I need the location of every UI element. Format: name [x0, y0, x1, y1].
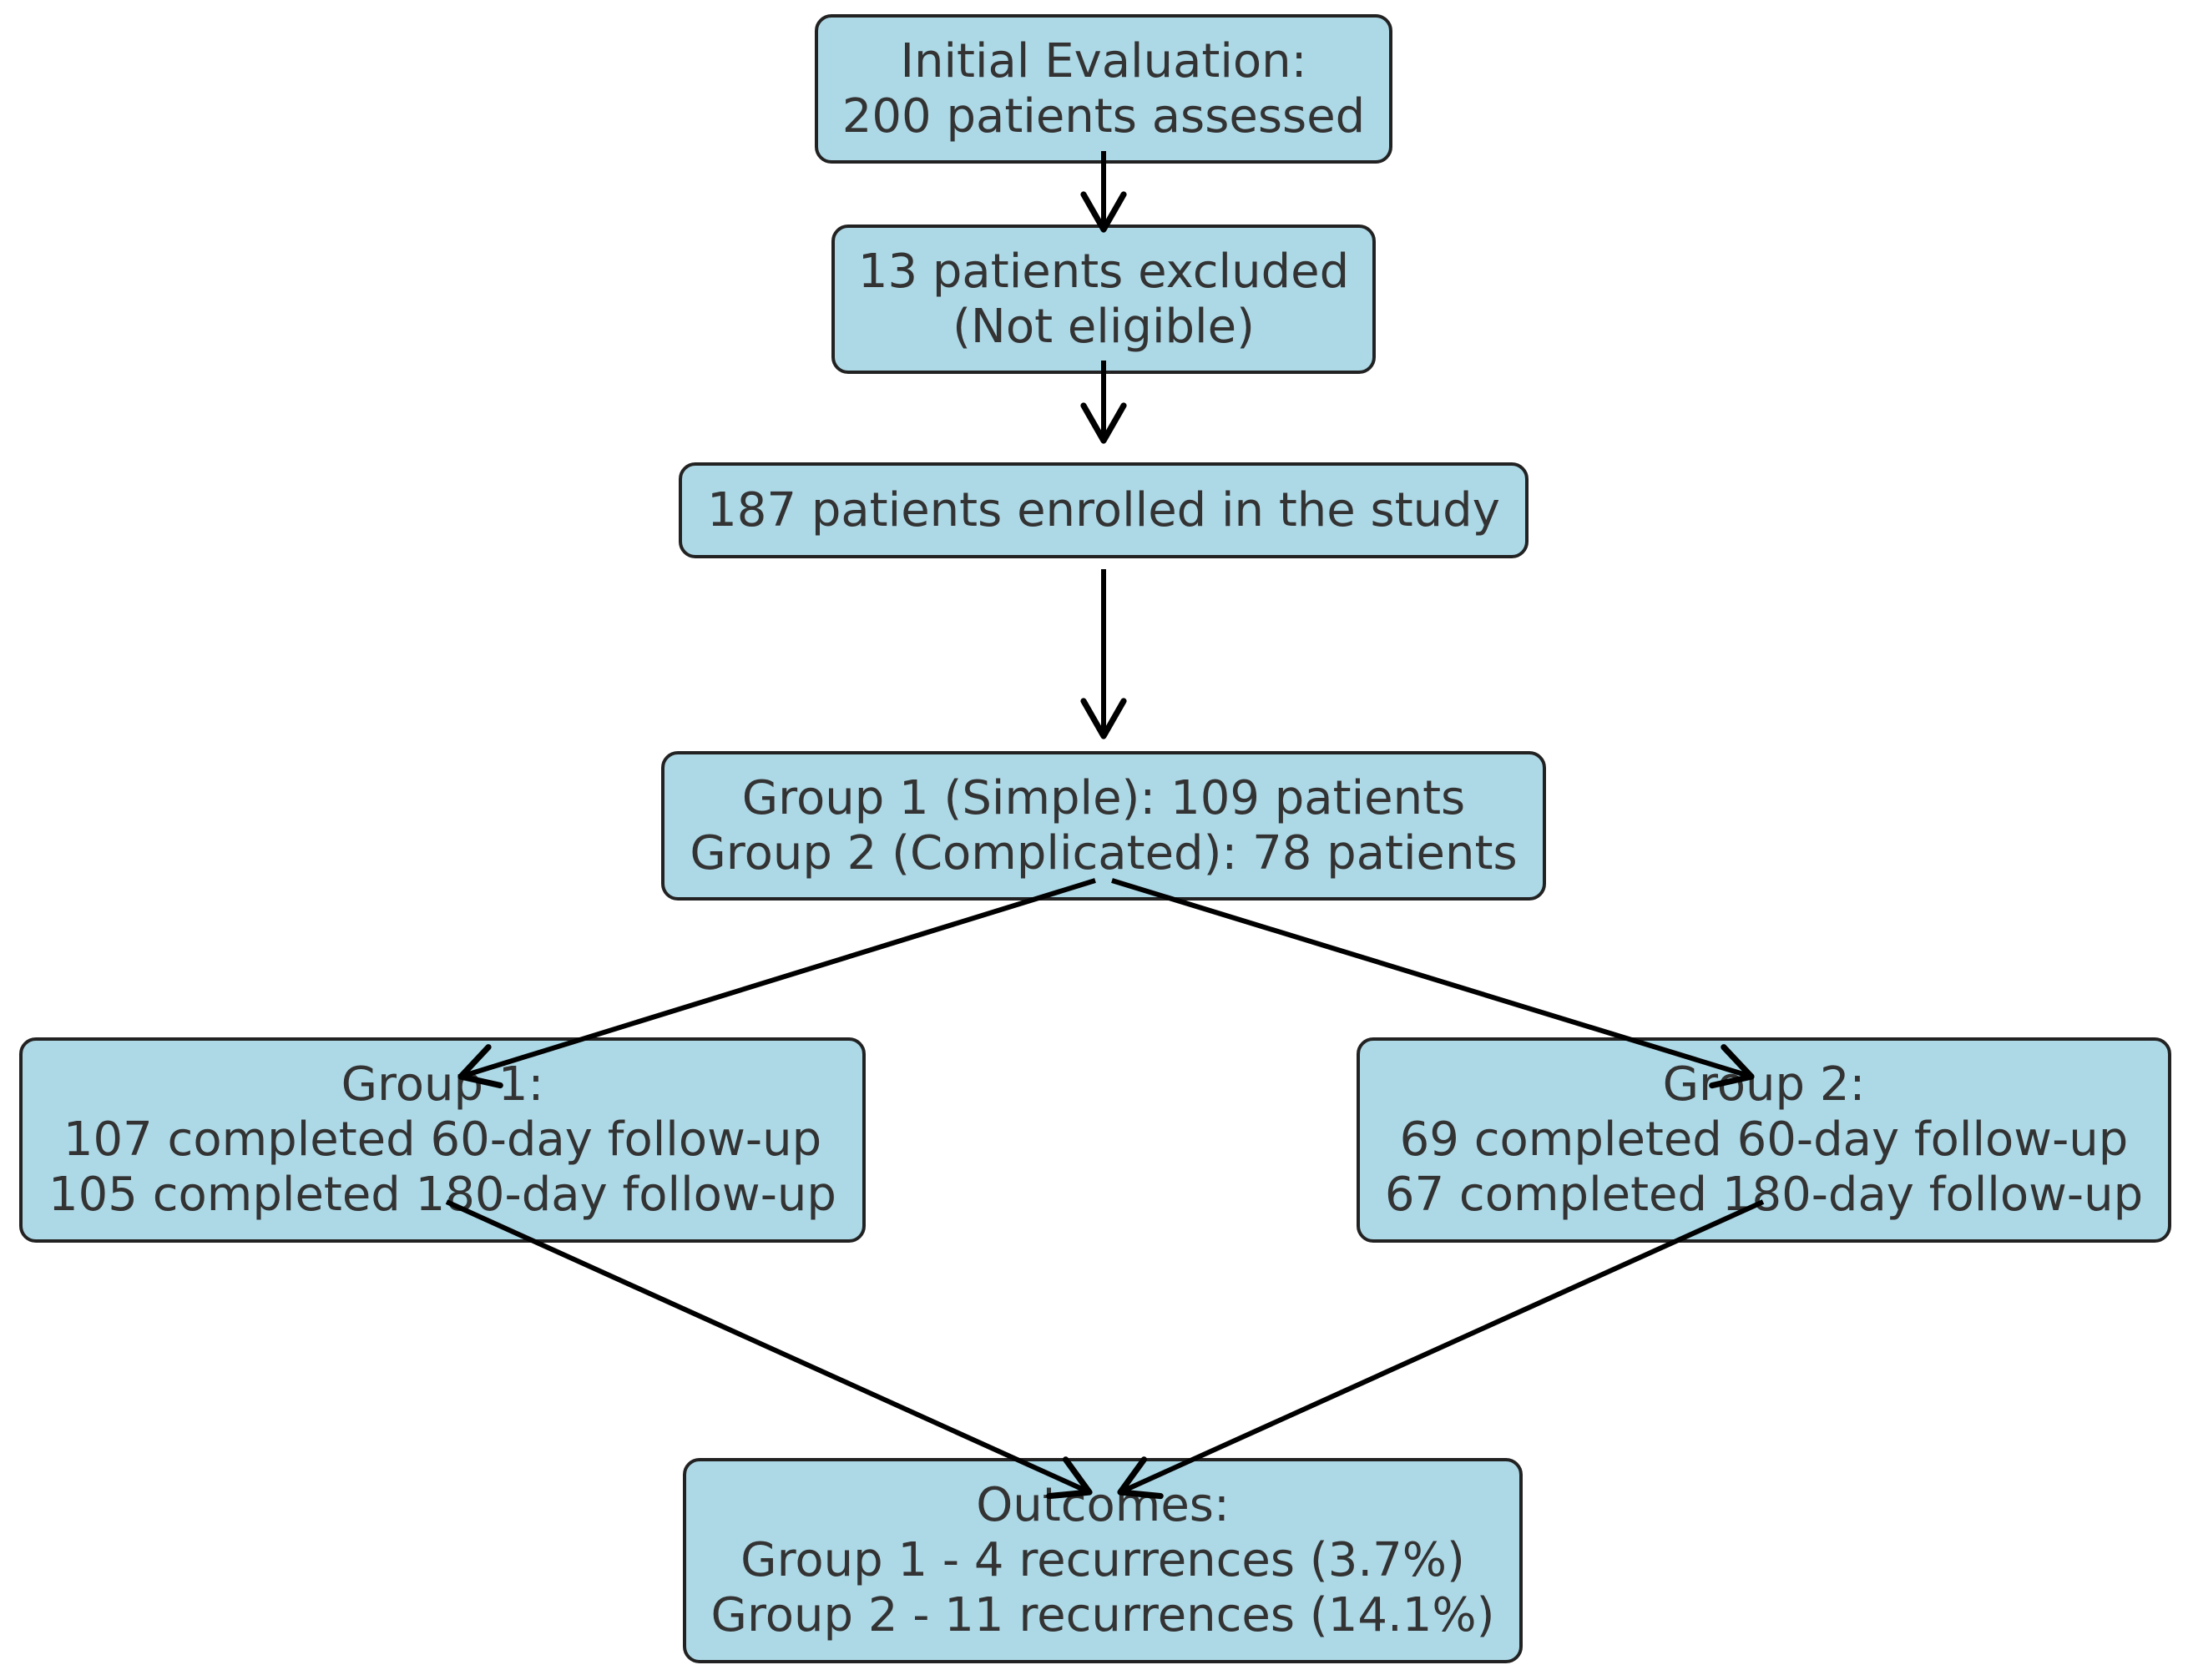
arrow-group2-to-outcomes: [1117, 1199, 1765, 1500]
group-allocation-box: Group 1 (Simple): 109 patients Group 2 (…: [661, 751, 1546, 901]
initial-evaluation-title: Initial Evaluation:: [900, 33, 1307, 88]
outcomes-group1-recurrences: Group 1 - 4 recurrences (3.7%): [740, 1533, 1465, 1587]
group2-followup-box: Group 2: 69 completed 60-day follow-up 6…: [1357, 1037, 2171, 1243]
group1-followup-60-day: 107 completed 60-day follow-up: [63, 1112, 822, 1167]
group1-followup-180-day: 105 completed 180-day follow-up: [48, 1168, 836, 1222]
group2-followup-60-day: 69 completed 60-day follow-up: [1399, 1112, 2129, 1167]
initial-evaluation-count: 200 patients assessed: [841, 88, 1366, 144]
enrolled-patients-box: 187 patients enrolled in the study: [679, 462, 1529, 558]
initial-evaluation-box: Initial Evaluation: 200 patients assesse…: [815, 14, 1392, 164]
excluded-patients-count: 13 patients excluded: [857, 244, 1350, 299]
group1-allocation: Group 1 (Simple): 109 patients: [741, 770, 1466, 825]
group1-followup-box: Group 1: 107 completed 60-day follow-up …: [19, 1037, 866, 1243]
group1-followup-title: Group 1:: [341, 1057, 544, 1112]
arrow-group1-to-outcomes: [445, 1199, 1093, 1500]
outcomes-box: Outcomes: Group 1 - 4 recurrences (3.7%)…: [683, 1458, 1523, 1663]
excluded-patients-box: 13 patients excluded (Not eligible): [831, 225, 1376, 374]
group2-allocation: Group 2 (Complicated): 78 patients: [690, 825, 1518, 880]
outcomes-group2-recurrences: Group 2 - 11 recurrences (14.1%): [710, 1588, 1495, 1642]
group2-followup-title: Group 2:: [1662, 1057, 1866, 1112]
outcomes-title: Outcomes:: [976, 1478, 1230, 1532]
excluded-patients-reason: (Not eligible): [953, 299, 1255, 354]
group2-followup-180-day: 67 completed 180-day follow-up: [1384, 1168, 2144, 1222]
enrolled-patients-count: 187 patients enrolled in the study: [707, 482, 1500, 537]
